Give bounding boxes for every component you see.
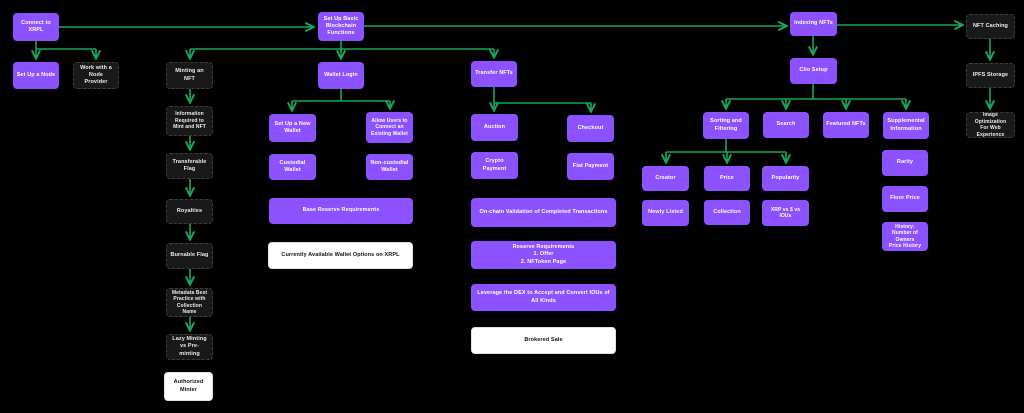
node-indexing-nfts: Indexing NFTs <box>790 12 837 36</box>
node-lazy-minting: Lazy Minting vs Pre-minting <box>166 334 213 360</box>
node-xrp-vs-usd-vs-ious: XRP vs $ vs IOUs <box>762 200 809 226</box>
node-reserve-requirements: Reserve Requirements 1. Offer 2. NFToken… <box>471 241 616 269</box>
node-collection: Collection <box>704 200 750 225</box>
node-custodial-wallet: Custodial Wallet <box>269 154 316 180</box>
reserve-requirements-title: Reserve Requirements <box>512 244 575 251</box>
node-creator: Creator <box>642 166 689 191</box>
node-currently-available-wallet-options: Currently Available Wallet Options on XR… <box>268 242 413 269</box>
node-work-with-node-provider: Work with a Node Provider <box>73 62 119 89</box>
node-featured-nfts: Featured NFTs <box>823 112 869 138</box>
node-floor-price: Floor Price <box>882 186 928 212</box>
node-royalties: Royalties <box>166 199 213 224</box>
node-fiat-payment: Fiat Payment <box>567 153 614 180</box>
history-title: History: <box>895 223 915 230</box>
history-price: Price History <box>888 243 922 249</box>
node-rarity: Rarity <box>882 150 928 176</box>
node-history: History: Number of Owners Price History <box>882 222 928 251</box>
node-transferable-flag: Transferable Flag <box>166 153 213 179</box>
node-base-reserve-requirements: Base Reserve Requirements <box>269 198 413 224</box>
node-price: Price <box>704 166 750 191</box>
node-brokered-sale: Brokered Sale <box>471 327 616 354</box>
node-search: Search <box>763 112 809 138</box>
node-crypto-payment: Crypto Payment <box>471 152 518 179</box>
node-set-up-new-wallet: Set Up a New Wallet <box>269 114 316 142</box>
node-minting-an-nft: Minting an NFT <box>166 62 213 89</box>
node-authorized-minter: Authorized Minter <box>164 372 213 401</box>
node-transfer-nfts: Transfer NFTs <box>471 61 517 87</box>
node-connect-to-xrpl: Connect to XRPL <box>13 13 59 41</box>
node-allow-users-connect-existing-wallet: Allow Users to Connect an Existing Walle… <box>366 112 413 143</box>
node-newly-listed: Newly Listed <box>642 200 689 226</box>
node-popularity: Popularity <box>762 166 809 191</box>
node-metadata-best-practice: Metadata Best Practice with Collection N… <box>166 288 213 317</box>
node-image-optimization: Image Optimization For Web Experience <box>966 112 1015 138</box>
node-burnable-flag: Burnable Flag <box>166 243 213 269</box>
node-checkout: Checkout <box>567 115 614 142</box>
node-nft-caching: NFT Caching <box>966 14 1015 39</box>
node-set-up-basic-blockchain-functions: Set Up Basic Blockchain Functions <box>318 12 364 41</box>
node-onchain-validation: On-chain Validation of Completed Transac… <box>471 198 616 227</box>
reserve-requirements-item-1: 1. Offer <box>533 251 554 258</box>
node-clio-setup: Clio Setup <box>790 58 837 84</box>
node-ipfs-storage: IPFS Storage <box>966 63 1015 88</box>
node-auction: Auction <box>471 114 518 141</box>
node-wallet-login: Wallet Login <box>318 62 364 89</box>
node-leverage-dex: Leverage the DEX to Accept and Convert I… <box>471 284 616 311</box>
node-set-up-a-node: Set Up a Node <box>13 62 59 89</box>
node-information-required: Information Required to Mint and NFT <box>166 106 213 136</box>
node-non-custodial-wallet: Non-custodial Wallet <box>366 154 413 180</box>
node-sorting-and-filtering: Sorting and Filtering <box>703 112 749 139</box>
history-owners: Number of Owners <box>892 230 918 243</box>
reserve-requirements-item-2: 2. NFToken Page <box>520 258 567 265</box>
node-supplemental-information: Supplemental Information <box>883 112 929 139</box>
